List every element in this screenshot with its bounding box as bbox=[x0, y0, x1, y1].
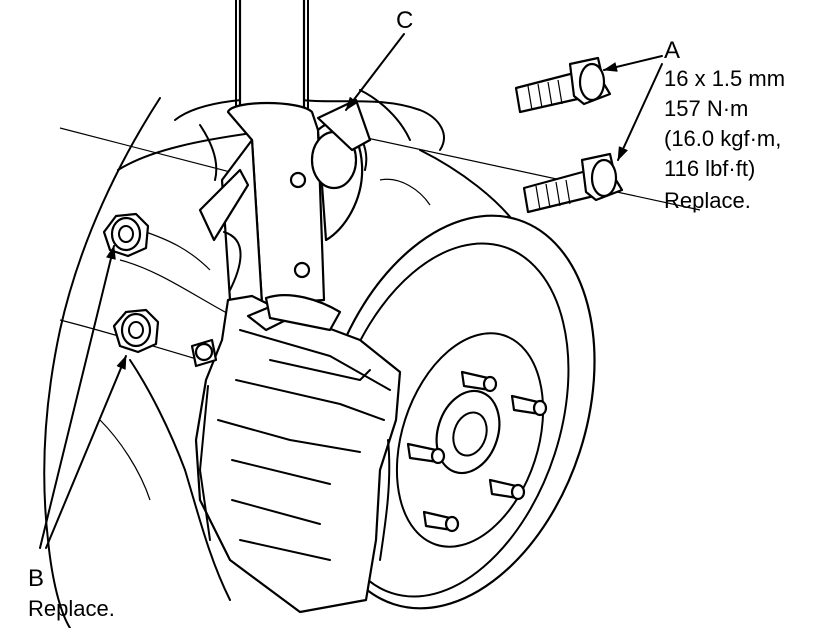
label-b: B bbox=[28, 565, 44, 592]
spec-torque-nm: 157 N·m bbox=[664, 96, 748, 121]
leader-lines bbox=[39, 33, 663, 549]
background-contours bbox=[43, 89, 701, 629]
knuckle-flange bbox=[316, 98, 372, 152]
strut-assembly bbox=[198, 0, 364, 306]
leader-b-lower bbox=[45, 355, 127, 549]
bolt-lower bbox=[522, 152, 624, 214]
bolt-upper bbox=[514, 56, 612, 114]
nut-upper bbox=[102, 212, 150, 258]
leader-a-upper bbox=[603, 55, 663, 72]
spec-size: 16 x 1.5 mm bbox=[664, 66, 785, 91]
wheel-studs bbox=[406, 370, 548, 533]
spec-replace-b: Replace. bbox=[28, 596, 115, 621]
label-a: A bbox=[664, 37, 680, 64]
spec-torque-kgfm: (16.0 kgf·m, bbox=[664, 126, 781, 151]
leader-a-lower bbox=[617, 63, 663, 161]
label-c: C bbox=[396, 7, 413, 34]
nut-lower bbox=[112, 308, 160, 354]
brake-caliper bbox=[190, 294, 402, 614]
spec-replace-a: Replace. bbox=[664, 188, 751, 213]
leader-b-upper bbox=[39, 245, 116, 549]
leader-c bbox=[345, 33, 405, 111]
spec-torque-lbfft: 116 lbf·ft) bbox=[664, 156, 755, 181]
